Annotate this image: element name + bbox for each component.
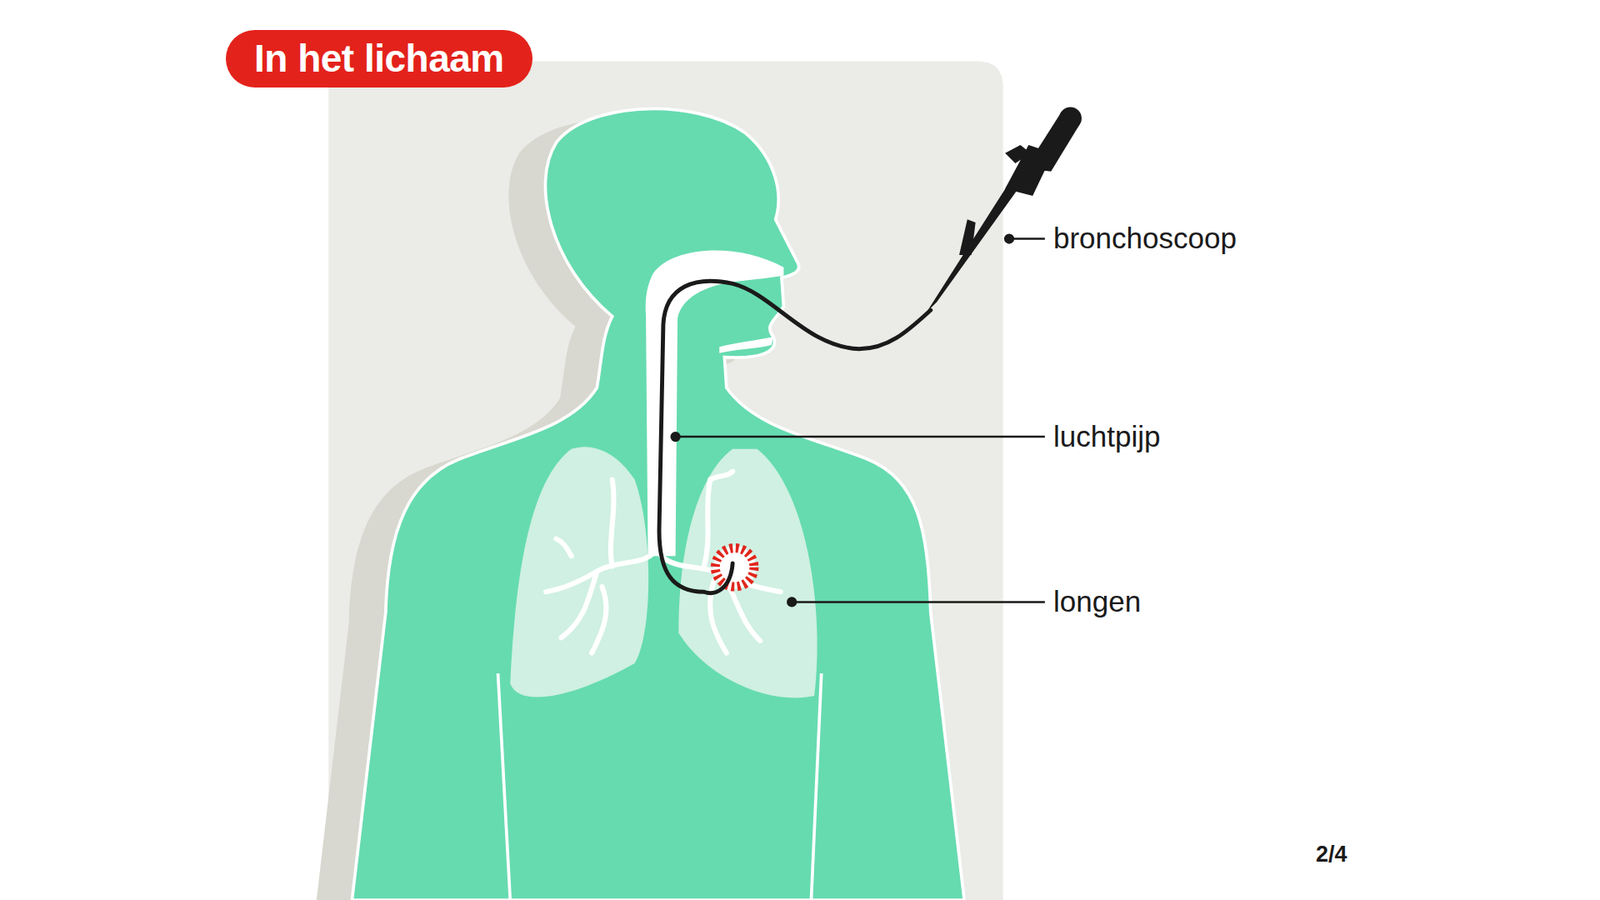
title-pill: In het lichaam: [225, 30, 533, 88]
right-lung: [678, 449, 817, 699]
part-label: bronchoscoop: [1053, 222, 1237, 255]
part-label: luchtpijp: [1053, 420, 1160, 454]
bronchoscope-handle: [926, 107, 1082, 313]
page-number: 2/4: [1315, 841, 1348, 868]
arm-line: [498, 673, 822, 900]
target-ring: [713, 545, 756, 589]
background-panel: [328, 60, 1003, 900]
left-lung: [510, 446, 649, 697]
mouth: [719, 336, 774, 354]
leader-lines: [671, 235, 1045, 607]
part-label: longen: [1053, 585, 1141, 619]
body-silhouette: [351, 109, 965, 900]
tumour-marker: [715, 548, 755, 588]
